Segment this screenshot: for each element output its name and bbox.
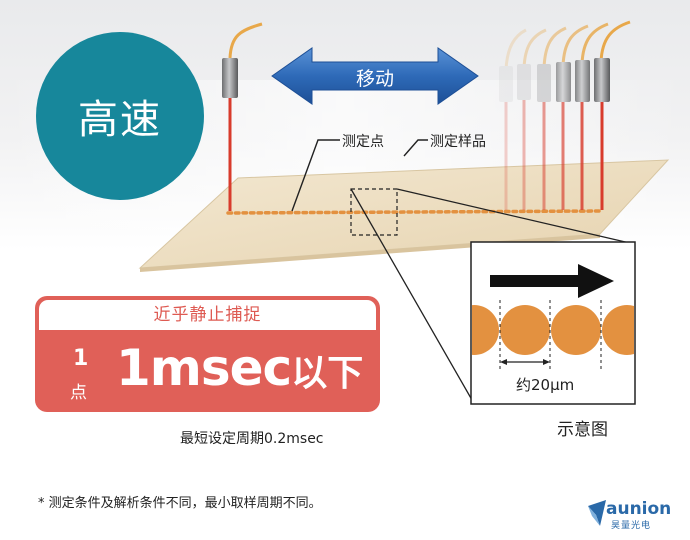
- pitch-dimension: [500, 359, 550, 365]
- diagram-caption: 示意图: [557, 420, 608, 440]
- probe-icon: [222, 22, 263, 211]
- measure-point-row: [226, 209, 602, 215]
- speed-badge: 高速: [36, 32, 204, 200]
- double-arrow-icon: [271, 47, 479, 105]
- callout-measure-point: 测定点: [342, 134, 384, 150]
- right-arrow-icon: [490, 264, 614, 298]
- zoom-panel: [470, 241, 636, 405]
- sample-dot-row: [472, 305, 634, 355]
- callout-lines: [291, 139, 428, 212]
- speed-badge-label: 高速: [78, 97, 162, 143]
- spec-value-suffix: 以下: [291, 353, 364, 394]
- zoom-indicator: [350, 188, 635, 401]
- spec-box: 近乎静止捕捉: [35, 296, 380, 412]
- spec-value-number: 1msec: [116, 339, 292, 397]
- spec-value: 1msec以下: [116, 338, 363, 404]
- callout-sample: 测定样品: [430, 134, 486, 150]
- probe-trail-group: [499, 20, 631, 210]
- brand-name: aunion: [606, 499, 672, 519]
- min-period-note: 最短设定周期0.2msec: [180, 431, 324, 447]
- footnote: * 测定条件及解析条件不同，最小取样周期不同。: [38, 496, 322, 511]
- dimension-label: 约20μm: [516, 376, 575, 394]
- motion-label: 移动: [355, 68, 394, 90]
- brand-sub: 昊量光电: [611, 521, 652, 531]
- paper-plane-icon: [588, 500, 606, 526]
- spec-per-count: 1: [73, 346, 89, 371]
- spec-header: 近乎静止捕捉: [39, 300, 376, 330]
- spec-per-unit: 点: [70, 383, 87, 403]
